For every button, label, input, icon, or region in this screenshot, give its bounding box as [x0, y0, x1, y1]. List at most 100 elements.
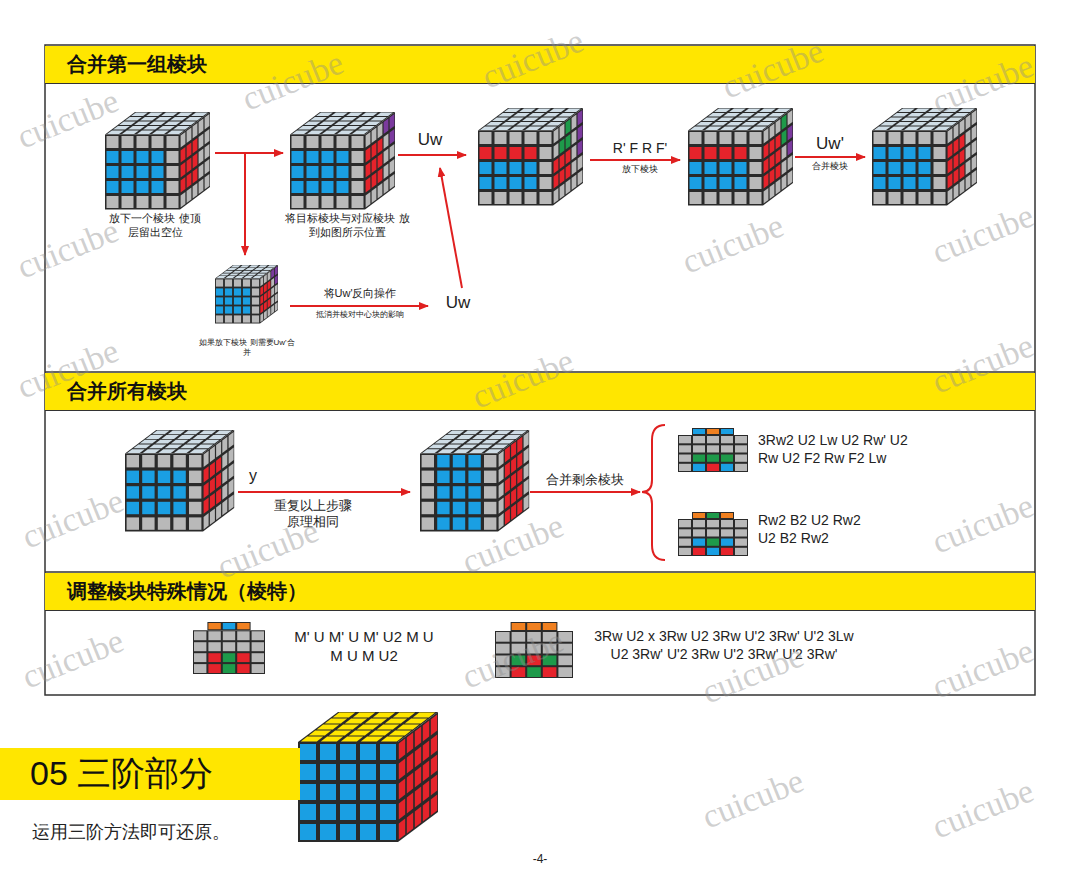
sticker: [782, 144, 787, 160]
cube-face: [872, 131, 947, 206]
sticker: [307, 196, 319, 208]
sticker: [307, 130, 324, 134]
sticker: [522, 118, 539, 122]
sticker: [292, 196, 304, 208]
sticker: [229, 448, 234, 464]
sticker: [189, 486, 201, 498]
sticker: [711, 122, 728, 126]
sticker: [475, 445, 493, 449]
sticker: [300, 804, 316, 820]
sticker: [158, 486, 170, 498]
sticker: [152, 196, 164, 208]
caption: 将目标棱块与对应棱块 放到如图所示位置: [280, 212, 415, 240]
sticker: [472, 435, 490, 439]
sticker: [495, 162, 507, 174]
cube-face: [290, 135, 365, 210]
sticker: [788, 125, 793, 141]
sticker: [954, 124, 959, 140]
sticker: [268, 308, 271, 317]
sticker: [511, 504, 516, 520]
sticker: [171, 440, 188, 444]
sticker: [486, 122, 503, 126]
sticker: [271, 269, 274, 278]
sticker: [750, 147, 762, 159]
sticker: [137, 136, 149, 148]
sticker: [540, 147, 552, 159]
sticker: [505, 509, 510, 525]
sticker: [422, 502, 434, 514]
sticker: [874, 177, 886, 189]
sticker: [380, 764, 396, 780]
sticker: [131, 112, 148, 116]
sticker: [234, 288, 241, 295]
sticker: [972, 170, 977, 186]
sticker: [540, 177, 552, 189]
net-sticker: [721, 445, 733, 452]
sticker: [158, 471, 170, 483]
net-sticker: [194, 664, 206, 673]
sticker: [322, 196, 334, 208]
sticker: [360, 804, 376, 820]
sticker: [384, 133, 389, 149]
net-sticker: [679, 539, 691, 546]
sticker: [738, 113, 755, 117]
net-sticker: [223, 664, 235, 673]
sticker: [495, 192, 507, 204]
sticker: [245, 268, 255, 270]
sticker: [519, 108, 536, 112]
sticker: [934, 192, 946, 204]
sticker: [578, 110, 583, 126]
sticker: [750, 192, 762, 204]
sticker: [243, 315, 250, 322]
sticker: [457, 435, 475, 439]
sticker: [320, 744, 336, 760]
sticker: [216, 441, 221, 457]
sticker: [478, 431, 496, 435]
sticker: [510, 147, 522, 159]
sticker: [776, 164, 781, 180]
sticker: [460, 445, 478, 449]
sticker: [149, 445, 167, 449]
algorithm: Rw2 B2 U2 Rw2 U2 B2 Rw2: [758, 512, 882, 547]
net-sticker: [707, 539, 719, 546]
sticker: [720, 192, 732, 204]
sticker: [378, 138, 383, 154]
sticker: [468, 502, 480, 514]
sticker: [322, 166, 334, 178]
sticker: [252, 297, 259, 304]
sticker: [341, 737, 363, 742]
sticker: [437, 502, 449, 514]
sticker: [770, 183, 775, 199]
sticker: [152, 181, 164, 193]
sticker: [714, 108, 731, 112]
sticker: [380, 744, 396, 760]
sticker: [216, 315, 223, 322]
sticker: [173, 471, 185, 483]
sticker: [258, 265, 268, 267]
sticker: [705, 147, 717, 159]
sticker: [373, 713, 395, 718]
sticker: [229, 463, 234, 479]
sticker: [167, 136, 179, 148]
sticker: [134, 122, 151, 126]
sticker: [423, 741, 429, 762]
sticker: [708, 113, 725, 117]
sticker: [268, 281, 271, 290]
sticker: [187, 187, 192, 203]
sticker: [415, 767, 421, 788]
sticker: [954, 168, 959, 184]
sticker: [453, 502, 465, 514]
note: 合并剩余棱块: [532, 472, 638, 488]
sticker: [122, 166, 134, 178]
cube-face: [498, 430, 529, 531]
sticker: [484, 517, 496, 529]
sticker: [407, 793, 413, 814]
sticker: [155, 440, 172, 444]
sticker: [372, 142, 377, 158]
sticker: [127, 455, 139, 467]
sticker: [127, 486, 139, 498]
sticker: [702, 118, 719, 122]
sticker: [181, 192, 186, 208]
section-band: 05 三阶部分: [0, 748, 300, 800]
sticker: [407, 813, 413, 834]
